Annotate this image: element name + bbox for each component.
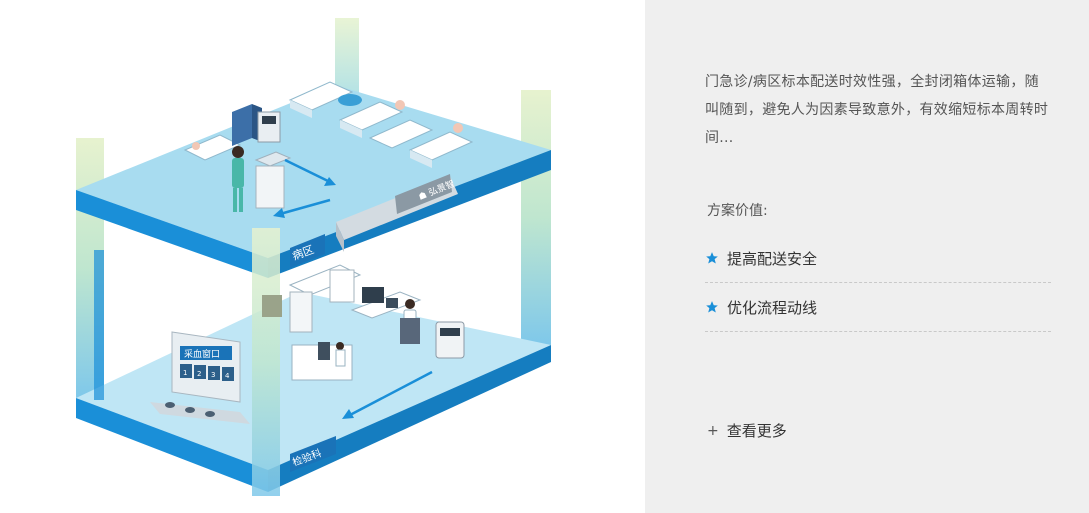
window-number-3: 3 <box>211 371 215 379</box>
lower-floor-left-edge <box>76 398 268 492</box>
delivery-arrow-lower <box>342 370 433 419</box>
upper-floor-right-edge <box>268 150 551 278</box>
plus-icon: + <box>707 422 719 439</box>
hospital-illustration: ☗ 弘景智 病区 <box>76 18 551 496</box>
pillar-right <box>521 90 551 345</box>
window-label: 采血窗口 <box>184 348 220 360</box>
view-more-link[interactable]: + 查看更多 <box>707 420 787 441</box>
window-number-2: 2 <box>197 370 201 378</box>
window-number-1: 1 <box>183 369 187 377</box>
lower-floor-right-edge <box>268 345 551 492</box>
star-icon <box>706 301 718 313</box>
value-item-label: 优化流程动线 <box>727 298 818 317</box>
upper-floor-top <box>76 85 551 258</box>
window-number-4: 4 <box>225 372 230 380</box>
solution-description: 门急诊/病区标本配送时效性强，全封闭箱体运输，随叫随到，避免人为因素导致意外，有… <box>705 74 1049 146</box>
lower-floor-top <box>76 292 551 470</box>
blood-draw-window: 采血窗口 1 2 3 4 <box>150 331 250 424</box>
value-item-label: 提高配送安全 <box>727 249 818 268</box>
pillar-left-shadow <box>94 250 104 400</box>
info-panel: 门急诊/病区标本配送时效性强，全封闭箱体运输，随叫随到，避免人为因素导致意外，有… <box>645 0 1089 513</box>
view-more-label: 查看更多 <box>726 422 787 440</box>
value-item-2: 优化流程动线 <box>705 283 1051 332</box>
value-item-1: 提高配送安全 <box>705 234 1051 283</box>
ward-beds <box>183 81 474 168</box>
ward-sign: 病区 <box>290 234 325 268</box>
delivery-arrows-upper <box>273 158 336 218</box>
isometric-building: ☗ 弘景智 病区 <box>76 18 551 496</box>
value-list: 提高配送安全 优化流程动线 <box>705 234 1051 332</box>
nurse-figure <box>232 146 244 212</box>
pillar-front <box>252 228 280 496</box>
upper-floor-left-edge <box>76 190 268 278</box>
star-icon <box>706 252 718 264</box>
value-heading: 方案价值: <box>707 203 768 219</box>
ward-equipment <box>232 104 292 209</box>
